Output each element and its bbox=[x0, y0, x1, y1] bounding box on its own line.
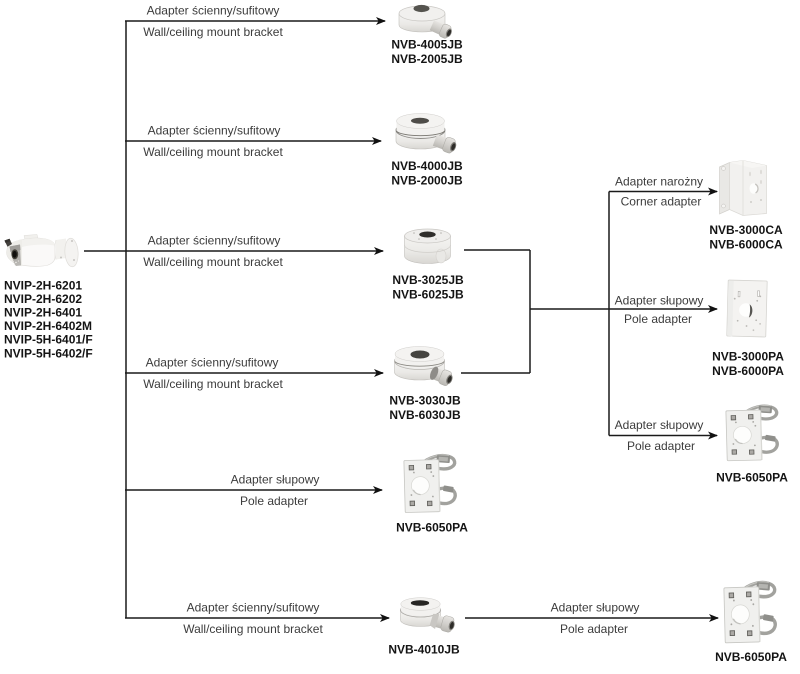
svg-text:NVB-6030JB: NVB-6030JB bbox=[389, 408, 461, 422]
svg-text:Wall/ceiling mount bracket: Wall/ceiling mount bracket bbox=[143, 145, 283, 159]
svg-text:Pole adapter: Pole adapter bbox=[624, 312, 692, 326]
svg-text:Adapter ścienny/sufitowy: Adapter ścienny/sufitowy bbox=[148, 234, 281, 248]
svg-text:Pole adapter: Pole adapter bbox=[627, 439, 695, 453]
svg-text:NVIP-2H-6202: NVIP-2H-6202 bbox=[4, 292, 82, 306]
svg-text:NVB-3030JB: NVB-3030JB bbox=[389, 394, 461, 408]
svg-text:Adapter ścienny/sufitowy: Adapter ścienny/sufitowy bbox=[148, 124, 281, 138]
svg-text:NVIP-2H-6402M: NVIP-2H-6402M bbox=[4, 319, 92, 333]
svg-text:NVB-3000CA: NVB-3000CA bbox=[709, 223, 783, 237]
svg-text:NVB-4000JB: NVB-4000JB bbox=[391, 159, 463, 173]
svg-text:Wall/ceiling mount bracket: Wall/ceiling mount bracket bbox=[183, 622, 323, 636]
svg-text:Adapter słupowy: Adapter słupowy bbox=[615, 294, 704, 308]
svg-text:Adapter ścienny/sufitowy: Adapter ścienny/sufitowy bbox=[147, 4, 280, 18]
svg-text:Adapter słupowy: Adapter słupowy bbox=[615, 418, 704, 432]
svg-text:NVB-6000PA: NVB-6000PA bbox=[712, 364, 784, 378]
svg-text:NVB-6050PA: NVB-6050PA bbox=[715, 650, 787, 664]
svg-text:NVB-3025JB: NVB-3025JB bbox=[392, 273, 464, 287]
svg-text:NVB-6025JB: NVB-6025JB bbox=[392, 288, 464, 302]
svg-text:NVB-2005JB: NVB-2005JB bbox=[391, 52, 463, 66]
svg-text:Wall/ceiling mount bracket: Wall/ceiling mount bracket bbox=[143, 377, 283, 391]
svg-text:NVIP-5H-6401/F: NVIP-5H-6401/F bbox=[4, 333, 93, 347]
svg-text:NVB-3000PA: NVB-3000PA bbox=[712, 350, 784, 364]
svg-text:NVB-6050PA: NVB-6050PA bbox=[396, 521, 468, 535]
svg-text:Pole adapter: Pole adapter bbox=[240, 494, 308, 508]
svg-text:Adapter słupowy: Adapter słupowy bbox=[551, 601, 640, 615]
svg-text:Adapter słupowy: Adapter słupowy bbox=[231, 473, 320, 487]
svg-text:Pole adapter: Pole adapter bbox=[560, 622, 628, 636]
svg-text:NVB-4010JB: NVB-4010JB bbox=[388, 643, 460, 657]
svg-text:NVIP-2H-6401: NVIP-2H-6401 bbox=[4, 306, 82, 320]
svg-text:NVB-6050PA: NVB-6050PA bbox=[716, 471, 788, 485]
svg-text:NVIP-2H-6201: NVIP-2H-6201 bbox=[4, 279, 82, 293]
svg-text:Wall/ceiling mount bracket: Wall/ceiling mount bracket bbox=[143, 25, 283, 39]
svg-text:NVB-2000JB: NVB-2000JB bbox=[391, 174, 463, 188]
svg-text:Adapter ścienny/sufitowy: Adapter ścienny/sufitowy bbox=[187, 601, 320, 615]
svg-text:NVB-4005JB: NVB-4005JB bbox=[391, 38, 463, 52]
svg-text:NVB-6000CA: NVB-6000CA bbox=[709, 238, 783, 252]
svg-text:NVIP-5H-6402/F: NVIP-5H-6402/F bbox=[4, 347, 93, 361]
svg-text:Adapter narożny: Adapter narożny bbox=[615, 175, 703, 189]
svg-text:Corner adapter: Corner adapter bbox=[621, 195, 702, 209]
svg-text:Wall/ceiling mount bracket: Wall/ceiling mount bracket bbox=[143, 255, 283, 269]
svg-text:Adapter ścienny/sufitowy: Adapter ścienny/sufitowy bbox=[146, 356, 279, 370]
